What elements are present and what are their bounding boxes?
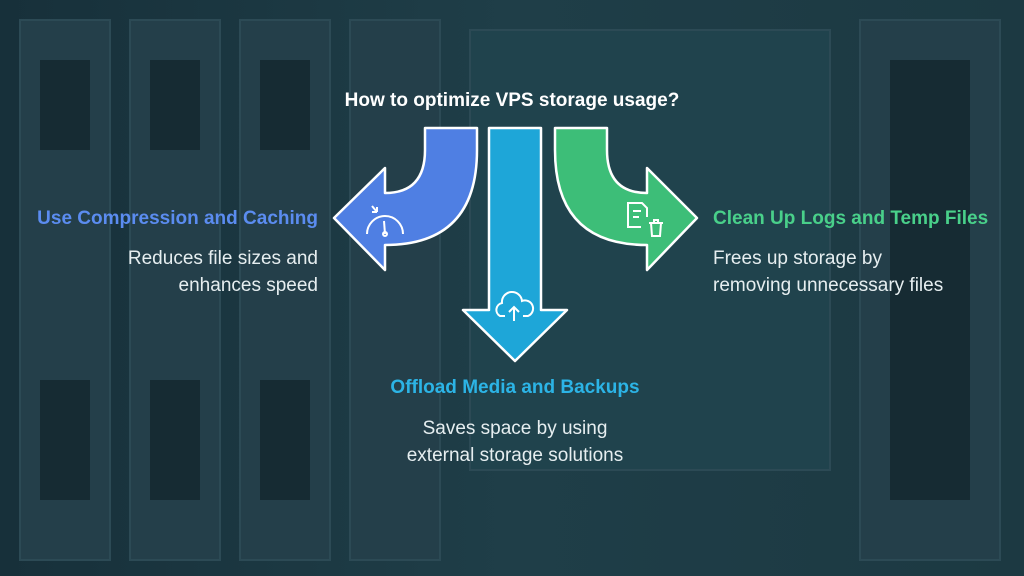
right-arrow (553, 126, 699, 272)
speedometer-icon (366, 205, 404, 237)
item-heading-offload: Offload Media and Backups (390, 377, 640, 398)
diagram-title: How to optimize VPS storage usage? (344, 90, 680, 111)
middle-arrow (461, 126, 569, 363)
item-heading-compression: Use Compression and Caching (37, 208, 318, 229)
item-heading-cleanup: Clean Up Logs and Temp Files (713, 208, 989, 229)
document-delete-icon (627, 202, 663, 237)
left-arrow (332, 126, 479, 272)
cloud-upload-icon (495, 291, 535, 321)
